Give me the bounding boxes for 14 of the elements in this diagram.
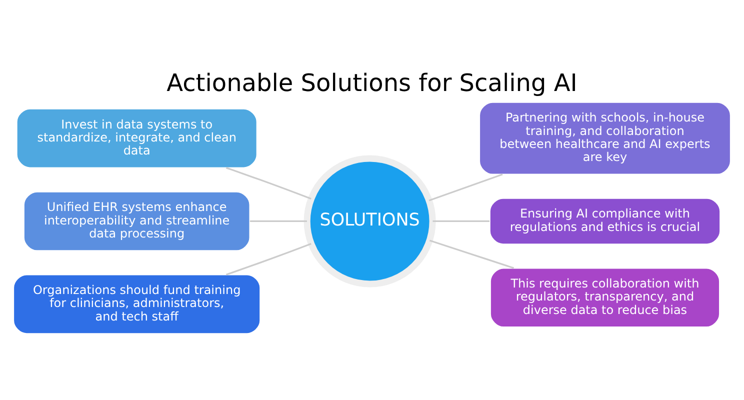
connector [428, 173, 503, 201]
node-box: Unified EHR systems enhance interoperability and streamline data processing [23, 190, 250, 251]
node-box: This requires collaboration with regulators, transparency, and diverse data to reduce bias [490, 267, 720, 328]
connector [429, 239, 514, 268]
node-box: Invest in data systems to standardize, integrate, and clean data [16, 108, 258, 168]
node-box: Partnering with schools, in-house training, and collaboration between healthcare and AI experts are key [478, 101, 732, 174]
connector [226, 242, 312, 275]
connector [250, 220, 307, 222]
connector [226, 166, 312, 200]
connector [432, 220, 490, 222]
node-circle: SOLUTIONS [304, 154, 436, 287]
node-box: Ensuring AI compliance with regulations and ethics is crucial [489, 197, 721, 244]
diagram-title: Actionable Solutions for Scaling AI [166, 68, 578, 96]
node-box: Organizations should fund training for clinicians, administrators, and tech staff [12, 274, 261, 334]
